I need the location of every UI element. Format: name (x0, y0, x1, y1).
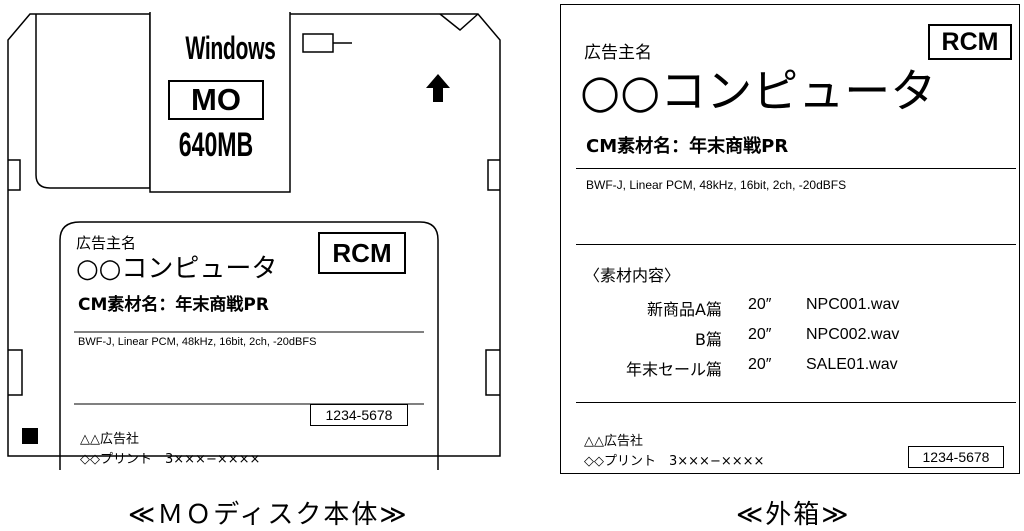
content-file: NPC002.wav (806, 326, 900, 343)
mo-advertiser-heading: 広告主名 (76, 234, 137, 252)
box-code-box: 1234-5678 (908, 446, 1004, 468)
write-protect-tab (22, 428, 38, 444)
outer-box-label (560, 4, 1020, 474)
mo-type-box (168, 80, 264, 120)
content-title: B篇 (695, 330, 722, 349)
mo-printer: ◇◇プリント 3×××−×××× (80, 452, 261, 467)
content-duration: 20″ (748, 326, 772, 343)
box-material-name: CM素材名：年末商戦PR (586, 136, 789, 157)
content-duration: 20″ (748, 356, 772, 373)
mo-disk-outline (7, 12, 501, 470)
mo-agency: △△広告社 (80, 432, 139, 447)
mo-cartridge-body (7, 13, 501, 457)
box-audio-spec: BWF-J, Linear PCM, 48kHz, 16bit, 2ch, -2… (586, 178, 847, 192)
mo-label-frame (59, 221, 439, 470)
box-caption: ≪外箱≫ (736, 500, 851, 530)
box-agency: △△広告社 (584, 434, 643, 449)
mo-rcm-badge: RCM (318, 232, 406, 274)
content-title: 新商品A篇 (647, 300, 722, 319)
box-printer: ◇◇プリント 3×××−×××× (584, 454, 765, 469)
mo-advertiser-name: ○○コンピュータ (76, 254, 278, 284)
content-file: SALE01.wav (806, 356, 898, 373)
content-file: NPC001.wav (806, 296, 900, 313)
box-advertiser-heading: 広告主名 (584, 43, 652, 63)
mo-audio-spec: BWF-J, Linear PCM, 48kHz, 16bit, 2ch, -2… (78, 336, 317, 348)
mo-capacity: 640MB (178, 126, 254, 164)
box-divider-1 (576, 168, 1016, 169)
mo-material-name: CM素材名：年末商戦PR (78, 295, 269, 315)
box-divider-3 (576, 402, 1016, 403)
content-title: 年末セール篇 (625, 360, 722, 379)
content-duration: 20″ (748, 296, 772, 313)
mo-code-box: 1234-5678 (310, 404, 408, 426)
box-advertiser-name: ○○コンピュータ (580, 64, 937, 118)
box-rcm-badge: RCM (928, 24, 1012, 60)
box-divider-2 (576, 244, 1016, 245)
mo-shutter (149, 12, 291, 193)
mo-media-type: MO (191, 82, 241, 117)
mo-caption: ≪ＭＯディスク本体≫ (128, 500, 409, 530)
mo-os-label: Windows (185, 30, 276, 66)
insert-arrow-icon (426, 74, 450, 102)
box-contents-heading: 〈素材内容〉 (584, 266, 681, 285)
